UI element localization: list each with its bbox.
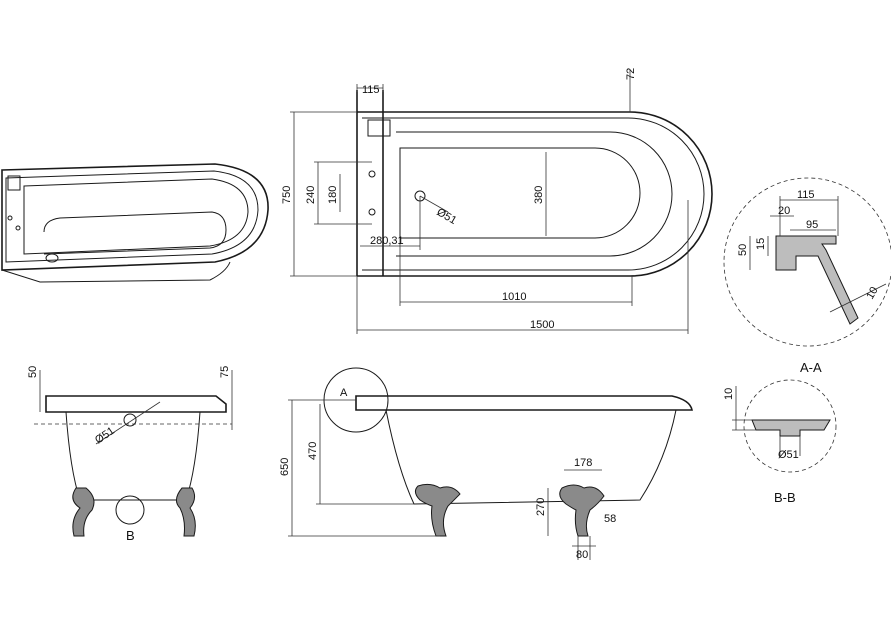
top-view: 115 72 750 240 180 380 Ø51 280,31 1010 1… bbox=[281, 68, 713, 334]
end-dim-75: 75 bbox=[219, 366, 231, 378]
side-dim-58: 58 bbox=[604, 513, 616, 525]
detail-b-view: 10 Ø51 B-B bbox=[723, 379, 837, 505]
top-dim-280: 280,31 bbox=[370, 235, 404, 247]
detail-a-dim-95: 95 bbox=[806, 219, 818, 231]
perspective-view bbox=[1, 163, 269, 283]
detail-b-dim-10: 10 bbox=[723, 388, 735, 400]
top-dim-380: 380 bbox=[533, 186, 545, 204]
detail-a-title: A-A bbox=[800, 360, 822, 375]
side-dim-178: 178 bbox=[574, 457, 592, 469]
detail-b-dim-waste: Ø51 bbox=[778, 449, 799, 461]
end-dim-waste: Ø51 bbox=[93, 425, 117, 447]
side-detail-marker: A bbox=[340, 387, 348, 399]
top-dim-waste: Ø51 bbox=[435, 206, 459, 227]
detail-b-title: B-B bbox=[774, 490, 796, 505]
side-dim-650: 650 bbox=[279, 458, 291, 476]
side-dim-80: 80 bbox=[576, 549, 588, 561]
top-dim-1010: 1010 bbox=[502, 291, 526, 303]
detail-a-dim-115: 115 bbox=[797, 189, 815, 201]
end-dim-50: 50 bbox=[27, 366, 39, 378]
detail-a-dim-50: 50 bbox=[737, 244, 749, 256]
top-dim-240: 240 bbox=[305, 186, 317, 204]
top-dim-72: 72 bbox=[625, 68, 637, 80]
detail-a-dim-15: 15 bbox=[755, 238, 767, 250]
end-view: 50 75 Ø51 B bbox=[27, 366, 233, 543]
top-dim-115: 115 bbox=[362, 84, 380, 96]
top-dim-750: 750 bbox=[281, 186, 293, 204]
side-view: A 650 470 178 270 58 80 bbox=[279, 367, 693, 561]
detail-a-view: 115 20 95 50 15 10 A-A bbox=[723, 177, 891, 375]
detail-a-dim-10: 10 bbox=[864, 285, 881, 302]
detail-a-dim-20: 20 bbox=[778, 205, 790, 217]
top-dim-180: 180 bbox=[327, 186, 339, 204]
side-dim-270: 270 bbox=[535, 498, 547, 516]
end-section-label: B bbox=[126, 528, 135, 543]
side-dim-470: 470 bbox=[307, 442, 319, 460]
top-dim-1500: 1500 bbox=[530, 319, 554, 331]
